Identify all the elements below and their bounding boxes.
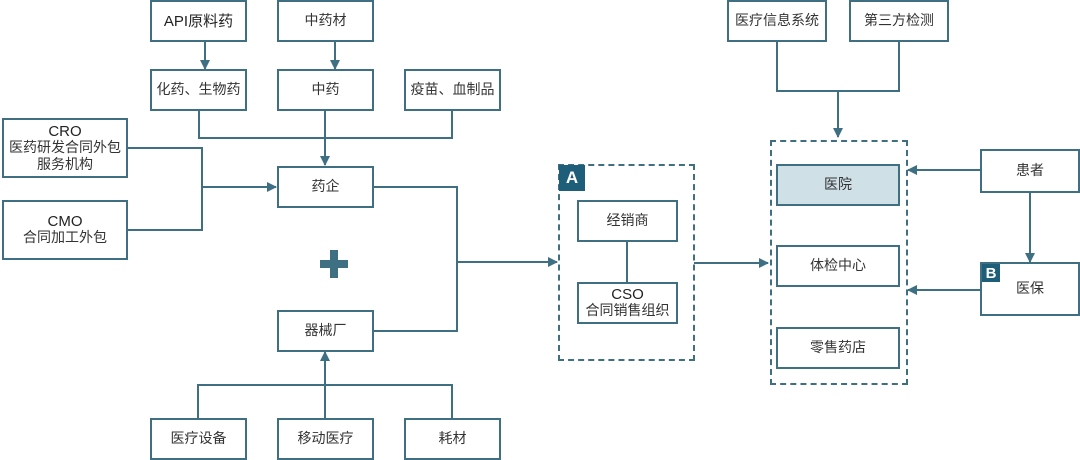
node-mobile-health-label: 移动医疗 (297, 430, 354, 447)
node-api-label: API原料药 (163, 12, 234, 30)
node-distributor: 经销商 (577, 200, 678, 242)
node-patient-label: 患者 (1016, 162, 1044, 179)
node-api: API原料药 (150, 0, 247, 42)
node-patient: 患者 (980, 149, 1080, 193)
node-chem-bio: 化药、生物药 (150, 69, 247, 111)
node-hospital-label: 医院 (824, 176, 852, 193)
node-pharma-label: 药企 (311, 178, 340, 195)
node-third-party-test: 第三方检测 (849, 0, 949, 42)
node-device-factory: 器械厂 (277, 310, 374, 352)
badge-b: B (982, 264, 1000, 282)
edge-cro-bracket (127, 147, 203, 231)
node-tcm-material-label: 中药材 (304, 12, 347, 29)
node-cmo-desc: 合同加工外包 (23, 230, 107, 246)
group-a-distribution (558, 164, 695, 361)
node-his-label: 医疗信息系统 (735, 12, 819, 29)
node-insurance: 医保 (980, 262, 1080, 316)
group-providers (770, 140, 908, 385)
node-cso-desc: 合同销售组织 (585, 303, 670, 319)
node-vaccine-label: 疫苗、血制品 (410, 81, 495, 98)
plus-icon (320, 250, 348, 278)
node-distributor-label: 经销商 (606, 212, 649, 229)
badge-a: A (559, 165, 585, 191)
node-mobile-health: 移动医疗 (277, 418, 374, 460)
node-tcm: 中药 (277, 69, 374, 111)
node-his: 医疗信息系统 (727, 0, 827, 42)
node-consumables-label: 耗材 (438, 430, 467, 447)
node-device-factory-label: 器械厂 (304, 322, 347, 339)
node-cmo: CMO 合同加工外包 (2, 200, 128, 260)
node-checkup-center-label: 体检中心 (810, 257, 866, 274)
node-retail-pharmacy: 零售药店 (776, 327, 900, 369)
edge-info-bracket (776, 41, 900, 92)
node-checkup-center: 体检中心 (776, 245, 900, 287)
node-med-equipment: 医疗设备 (150, 418, 247, 460)
node-cro: CRO 医药研发合同外包服务机构 (2, 118, 128, 178)
edge-pharma-device-bracket (372, 186, 458, 332)
node-cso: CSO 合同销售组织 (577, 282, 678, 324)
node-tcm-label: 中药 (311, 81, 340, 98)
node-tcm-material: 中药材 (277, 0, 374, 42)
node-med-equipment-label: 医疗设备 (170, 430, 227, 447)
node-hospital: 医院 (776, 164, 900, 206)
node-retail-pharmacy-label: 零售药店 (810, 339, 866, 356)
node-pharma: 药企 (277, 166, 374, 208)
node-insurance-label: 医保 (1016, 280, 1044, 297)
node-cmo-title: CMO (47, 213, 83, 230)
node-cro-title: CRO (48, 122, 82, 140)
node-chem-bio-label: 化药、生物药 (156, 81, 241, 98)
node-cso-title: CSO (611, 286, 644, 303)
node-third-party-test-label: 第三方检测 (864, 12, 934, 29)
node-cro-desc: 医药研发合同外包服务机构 (9, 139, 121, 173)
node-consumables: 耗材 (404, 418, 501, 460)
node-vaccine: 疫苗、血制品 (404, 69, 501, 111)
